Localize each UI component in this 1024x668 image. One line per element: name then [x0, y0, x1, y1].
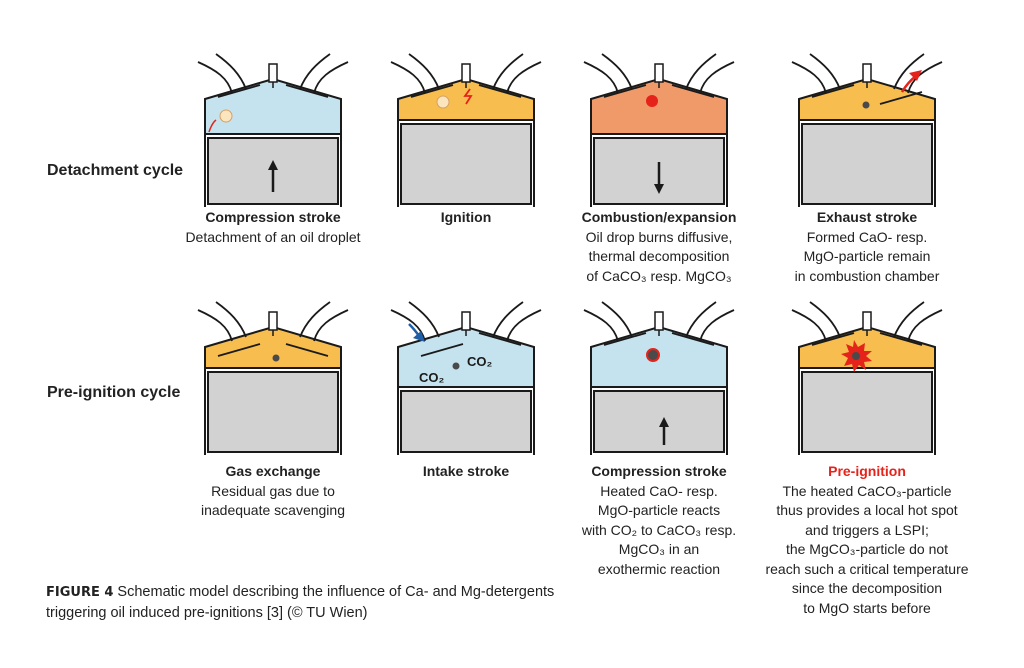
co2-label-a: CO₂	[419, 370, 445, 385]
stage-caption: Pre-ignition The heated CaCO₃-particle t…	[757, 462, 977, 618]
stage-description-line: thermal decomposition	[588, 248, 730, 264]
row-label-pre-ignition-cycle: Pre-ignition cycle	[47, 384, 181, 401]
stage-title: Ignition	[440, 209, 492, 225]
stage-description-line: MgCO₃ in an	[618, 541, 700, 557]
stage-title-pre-ignition: Pre-ignition	[828, 463, 906, 479]
engine-diagram-gas-exchange	[188, 300, 358, 500]
figure-caption: FIGURE 4 Schematic model describing the …	[46, 582, 566, 623]
engine-svg	[197, 301, 349, 455]
engine-diagram-compression-stroke	[188, 52, 358, 252]
engine-svg: CO₂ CO₂	[390, 301, 542, 455]
stage-caption: Exhaust stroke Formed CaO- resp. MgO-par…	[762, 208, 972, 286]
co2-label-b: CO₂	[467, 354, 493, 369]
stage-caption: Ignition	[361, 208, 571, 228]
stage-caption: Compression stroke Heated CaO- resp. MgO…	[554, 462, 764, 579]
stage-description-line: inadequate scavenging	[200, 502, 345, 518]
stage-caption: Gas exchange Residual gas due to inadequ…	[168, 462, 378, 521]
stage-description-line: reach such a critical temperature	[765, 560, 969, 577]
stage-description-line: of CaCO₃ resp. MgCO₃	[586, 267, 732, 284]
row-label-detachment-cycle: Detachment cycle	[47, 162, 184, 179]
stage-description-line: Formed CaO- resp.	[806, 228, 928, 245]
stage-description-line: and triggers a LSPI;	[805, 521, 929, 538]
engine-svg	[197, 53, 349, 207]
engine-svg	[583, 53, 735, 207]
engine-diagram-exhaust-stroke	[782, 52, 952, 252]
stage-description-line: The heated CaCO₃-particle	[782, 482, 952, 499]
stage-description-line: MgO-particle reacts	[597, 502, 721, 518]
stage-description-line: exothermic reaction	[597, 560, 721, 577]
stage-caption: Intake stroke	[361, 462, 571, 482]
stage-description-line: MgO-particle remain	[803, 248, 931, 264]
engine-svg	[791, 53, 943, 207]
stage-title: Combustion/expansion	[581, 209, 737, 225]
figure-caption-text: Schematic model describing the influence…	[46, 584, 555, 621]
stage-title: Gas exchange	[225, 463, 321, 479]
engine-diagram-combustion-expansion	[574, 52, 744, 252]
figure-label: FIGURE 4	[46, 585, 114, 600]
stage-caption: Combustion/expansion Oil drop burns diff…	[554, 208, 764, 286]
stage-description-line: Detachment of an oil droplet	[185, 228, 361, 245]
engine-diagram-ignition	[381, 52, 551, 252]
stage-description-line: since the decomposition	[791, 580, 943, 596]
stage-title: Compression stroke	[205, 209, 341, 225]
stage-description-line: Oil drop burns diffusive,	[585, 228, 733, 245]
stage-title: Intake stroke	[422, 463, 510, 479]
stage-description-line: to MgO starts before	[803, 599, 931, 616]
engine-diagram-pre-ignition	[782, 300, 952, 500]
stage-title: Compression stroke	[591, 463, 727, 479]
stage-description-line: the MgCO₃-particle do not	[785, 541, 949, 557]
stage-description-line: Heated CaO- resp.	[600, 482, 718, 499]
engine-svg	[791, 301, 943, 455]
engine-diagram-compression-stroke-2	[574, 300, 744, 500]
stage-description-line: thus provides a local hot spot	[776, 502, 958, 518]
stage-title: Exhaust stroke	[816, 209, 918, 225]
stage-description-line: Residual gas due to	[211, 482, 335, 499]
stage-caption: Compression stroke Detachment of an oil …	[168, 208, 378, 247]
engine-svg	[583, 301, 735, 455]
stage-description-line: with CO₂ to CaCO₃ resp.	[581, 521, 737, 538]
engine-diagram-intake-stroke: CO₂ CO₂	[381, 300, 551, 500]
engine-svg	[390, 53, 542, 207]
stage-description-line: in combustion chamber	[794, 267, 940, 284]
